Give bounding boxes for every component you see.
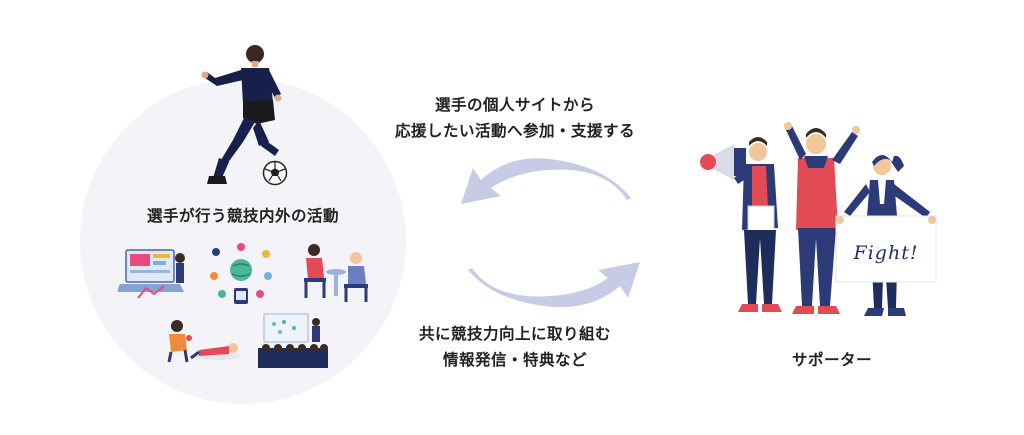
lecture-icon bbox=[258, 313, 328, 368]
arrow-to-activities-icon bbox=[461, 158, 631, 204]
activities-label: 選手が行う競技内外の活動 bbox=[146, 207, 339, 225]
sports-clinic-icon bbox=[167, 320, 241, 363]
megaphone-icon bbox=[700, 144, 746, 180]
support-message: 選手の個人サイトから 応援したい活動へ参加・支援する bbox=[385, 93, 645, 144]
return-message-line-2: 情報発信・特典など bbox=[442, 350, 587, 369]
support-message-line-1: 選手の個人サイトから bbox=[434, 96, 595, 114]
online-activity-icon bbox=[118, 249, 185, 299]
arrow-to-supporters-icon bbox=[468, 262, 640, 308]
fight-sign-text: Fight! bbox=[853, 242, 919, 264]
meeting-icon bbox=[304, 244, 368, 302]
social-network-icon bbox=[210, 243, 272, 304]
soccer-ball-icon bbox=[262, 160, 288, 186]
support-message-line-2: 応援したい活動へ参加・支援する bbox=[394, 121, 635, 140]
supporters-label: サポーター bbox=[791, 351, 872, 369]
soccer-player-icon bbox=[201, 45, 282, 184]
return-message: 共に競技力向上に取り組む 情報発信・特典など bbox=[390, 322, 640, 373]
return-message-line-1: 共に競技力向上に取り組む bbox=[418, 325, 611, 343]
supporters-illustration bbox=[700, 122, 937, 316]
